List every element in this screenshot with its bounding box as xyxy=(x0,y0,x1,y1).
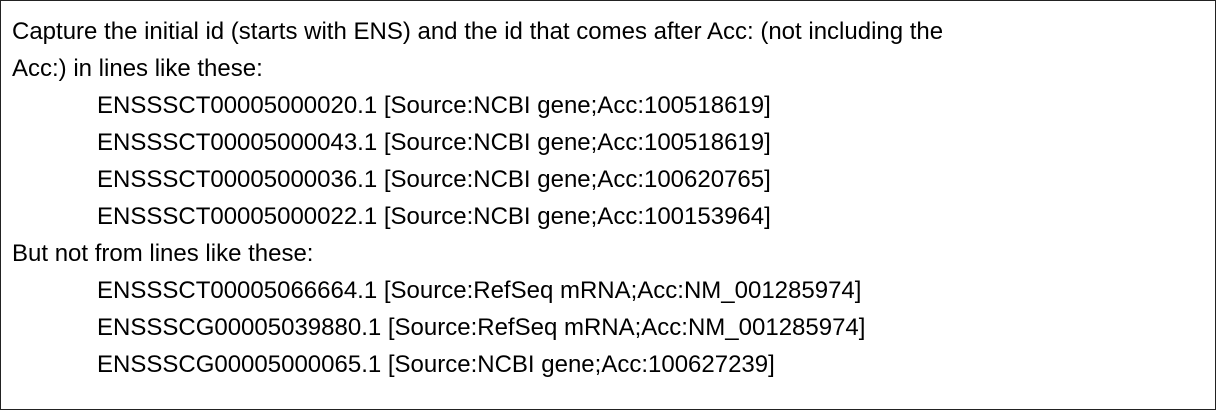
exclusion-heading: But not from lines like these: xyxy=(12,240,314,267)
positive-example: ENSSSCT00005000043.1 [Source:NCBI gene;A… xyxy=(97,129,771,156)
intro-line-2: Acc:) in lines like these: xyxy=(12,55,263,82)
positive-example: ENSSSCT00005000036.1 [Source:NCBI gene;A… xyxy=(97,166,771,193)
intro-line-1: Capture the initial id (starts with ENS)… xyxy=(12,18,944,45)
negative-example: ENSSSCG00005000065.1 [Source:NCBI gene;A… xyxy=(97,351,775,378)
negative-example: ENSSSCG00005039880.1 [Source:RefSeq mRNA… xyxy=(97,314,866,341)
negative-example: ENSSSCT00005066664.1 [Source:RefSeq mRNA… xyxy=(97,277,862,304)
positive-example: ENSSSCT00005000020.1 [Source:NCBI gene;A… xyxy=(97,92,771,119)
positive-example: ENSSSCT00005000022.1 [Source:NCBI gene;A… xyxy=(97,203,771,230)
